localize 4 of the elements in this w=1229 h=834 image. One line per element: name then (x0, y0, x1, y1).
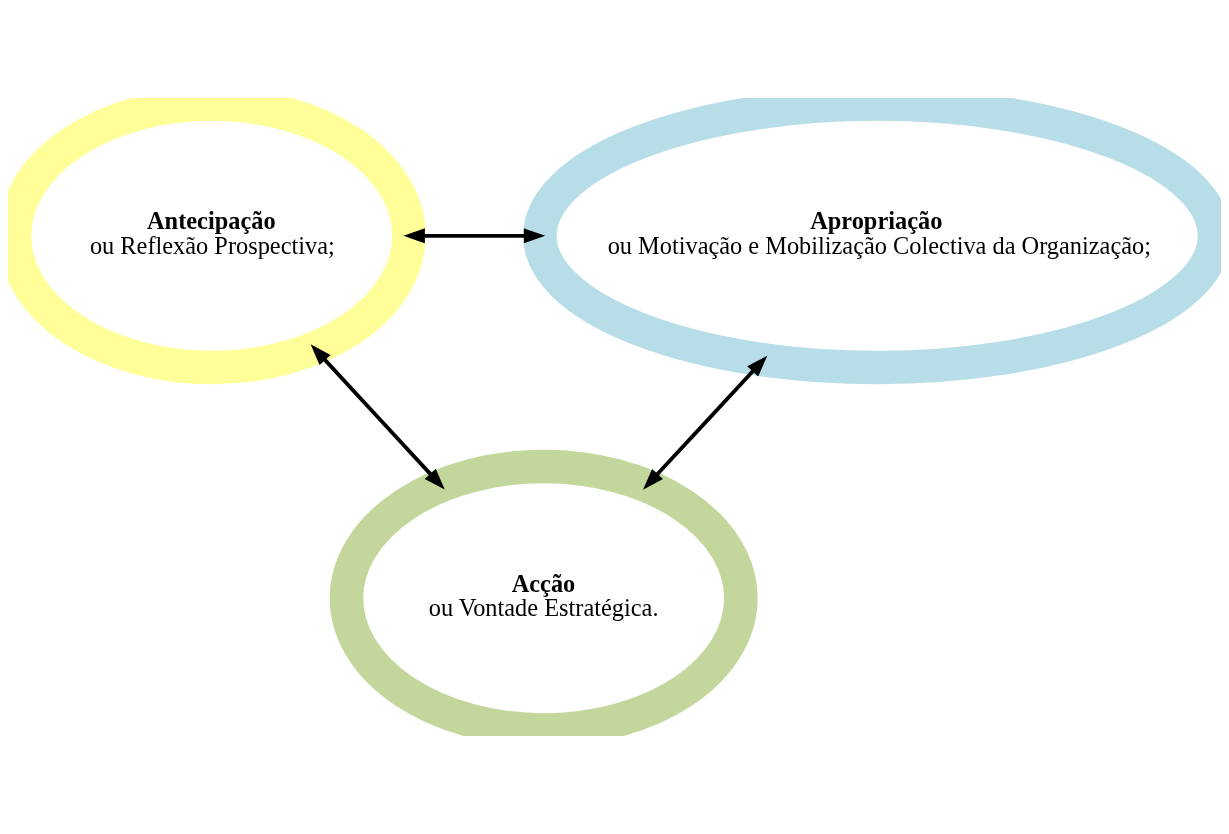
node-ellipse: Acção ou Vontade Estratégica. (329, 449, 758, 736)
arrow (643, 355, 768, 490)
arrow (310, 344, 445, 490)
arrow (403, 228, 546, 244)
